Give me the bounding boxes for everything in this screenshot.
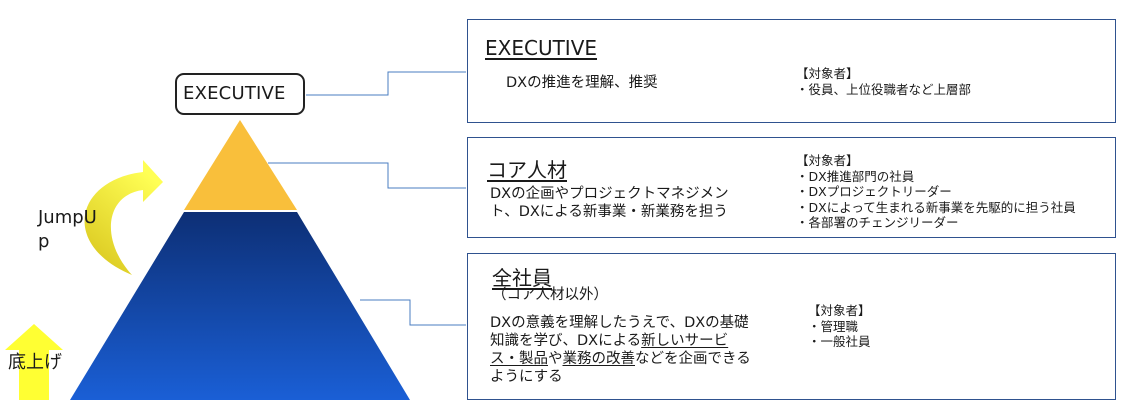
jump-up-label-line1: JumpU [38,207,97,228]
target-item: ・DX推進部門の社員 [796,168,915,184]
connector-core [268,162,466,189]
jump-up-arrow [84,160,163,275]
connector-executive [306,71,466,96]
description-line: ス・製品や業務の改善などを企画できる [490,350,751,368]
connector-all-staff [360,299,466,326]
base-up-label: 底上げ [8,352,62,373]
all-staff-target-list: 【対象者】 ・管理職 ・一般社員 [808,303,871,350]
executive-target-list: 【対象者】 ・役員、上位役職者など上層部 [796,66,971,97]
core-talent-target-list: 【対象者】 ・DX推進部門の社員 ・DXプロジェクトリーダー ・DXによって生ま… [796,153,1076,231]
description-text: などを企画できる [635,351,751,367]
all-staff-box-description: DXの意義を理解したうえで、DXの基礎 知識を学び、DXによる新しいサービ ス・… [490,314,751,386]
target-heading: 【対象者】 [796,153,859,168]
all-staff-box-subtitle: （コア人材以外） [492,287,608,303]
underlined-phrase: 新しいサービ [641,333,729,349]
description-text: 知識を学び、DXによる [490,333,642,349]
base-up-arrow [5,324,63,400]
description-line: 知識を学び、DXによる新しいサービ [490,332,751,350]
target-item: ・各部署のチェンジリーダー [796,215,959,230]
description-line: DXの意義を理解したうえで、DXの基礎 [490,315,749,331]
target-item: ・役員、上位役職者など上層部 [796,81,972,97]
description-line: ようにする [490,369,563,385]
description-line: ト、DXによる新事業・新業務を担う [490,204,728,220]
target-item: ・管理職 [808,318,859,334]
executive-box: EXECUTIVE DXの推進を理解、推奨 【対象者】 ・役員、上位役職者など上… [467,19,1116,123]
executive-node-label: EXECUTIVE [175,73,305,115]
all-staff-box: 全社員 （コア人材以外） DXの意義を理解したうえで、DXの基礎 知識を学び、D… [467,253,1116,400]
executive-box-title: EXECUTIVE [485,36,598,60]
description-text: や [548,351,563,367]
description-line: DXの企画やプロジェクトマネジメン [490,186,729,202]
underlined-phrase: 業務の改善 [562,351,636,367]
all-staff-box-title: 全社員 [492,266,552,290]
pyramid-bottom-segment [70,212,410,400]
underlined-phrase: ス・製品 [490,351,548,367]
jump-up-label-line2: p [38,231,50,252]
target-heading: 【対象者】 [796,66,859,81]
target-item: ・DXプロジェクトリーダー [796,184,952,199]
jump-up-label: JumpU p [38,206,97,254]
target-heading: 【対象者】 [808,303,871,318]
core-talent-box-description: DXの企画やプロジェクトマネジメン ト、DXによる新事業・新業務を担う [490,185,729,221]
executive-box-description: DXの推進を理解、推奨 [506,75,658,91]
target-item: ・DXによって生まれる新事業を先駆的に担う社員 [796,199,1076,215]
pyramid-top-segment [184,120,297,210]
core-talent-box-title: コア人材 [487,158,567,182]
core-talent-box: コア人材 DXの企画やプロジェクトマネジメン ト、DXによる新事業・新業務を担う… [467,137,1116,238]
target-item: ・一般社員 [808,334,871,349]
